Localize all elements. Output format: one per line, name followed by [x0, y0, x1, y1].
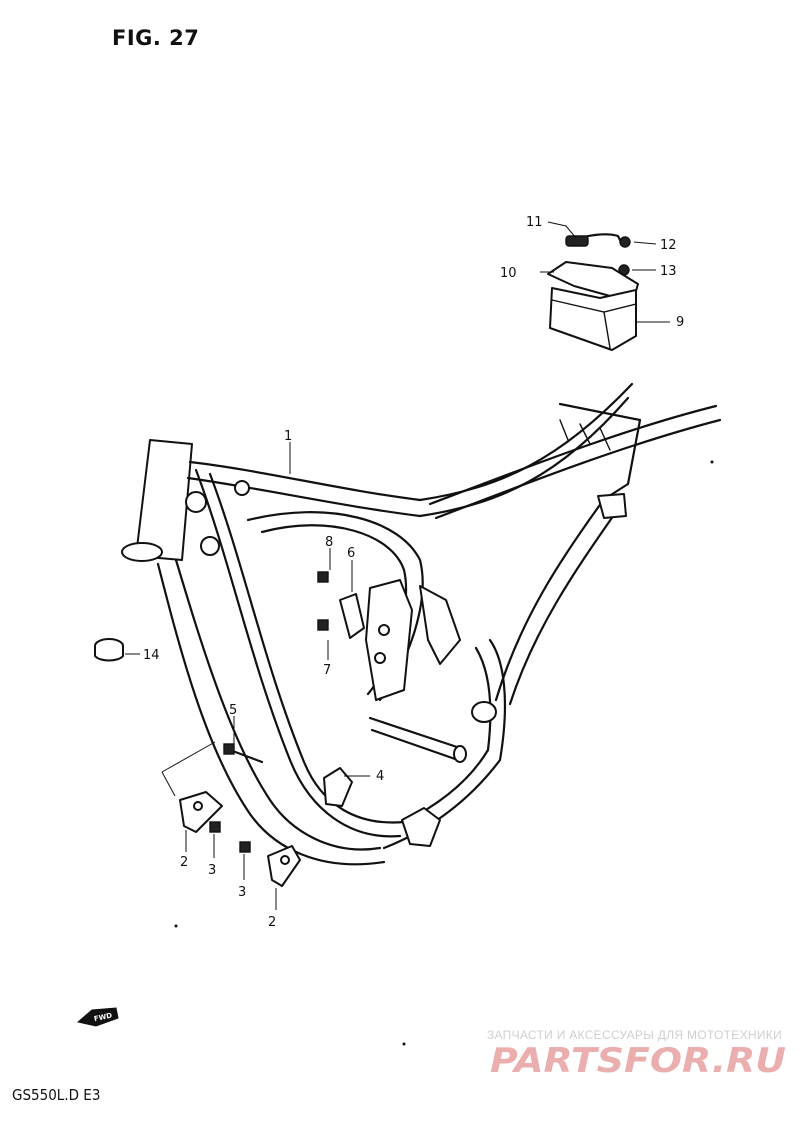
- callout-13: 13: [660, 264, 677, 279]
- swingarm-pivot-plate: [365, 579, 413, 701]
- callout-5: 5: [229, 703, 237, 718]
- main-frame: [121, 382, 722, 866]
- figure-title: FIG. 27: [112, 26, 200, 50]
- callout-11: 11: [526, 215, 543, 230]
- bolt-7: [317, 619, 329, 631]
- callout-4: 4: [376, 769, 384, 784]
- battery-band-clip: [565, 235, 589, 247]
- callout-14: 14: [143, 648, 160, 663]
- engine-mounting-parts: [94, 571, 365, 887]
- bracket-6: [339, 593, 365, 639]
- callout-7: 7: [323, 663, 331, 678]
- engine-mount-plate-left: [179, 791, 223, 833]
- watermark-tagline: ЗАПЧАСТИ И АКСЕССУАРЫ ДЛЯ МОТОТЕХНИКИ: [486, 1028, 782, 1042]
- battery-box: [549, 287, 637, 351]
- model-code: GS550L.D E3: [12, 1086, 101, 1104]
- callout-leaders: [125, 221, 670, 910]
- callout-3b: 3: [238, 885, 246, 900]
- callout-2b: 2: [268, 915, 276, 930]
- partsfor-watermark-logo: PARTSFOR.RU: [490, 1041, 786, 1080]
- bolt-3-right: [239, 841, 251, 853]
- callout-1: 1: [284, 429, 292, 444]
- bolt-8: [317, 571, 329, 583]
- callout-9: 9: [676, 315, 684, 330]
- callout-3a: 3: [208, 863, 216, 878]
- fwd-label: FWD: [93, 1011, 113, 1023]
- battery-box-assembly: [547, 233, 639, 351]
- engine-mount-plate-right: [267, 845, 301, 887]
- callout-2a: 2: [180, 855, 188, 870]
- watermark-logo-text: PARTSFOR.RU: [490, 1041, 786, 1080]
- screw-12: [619, 236, 631, 248]
- steering-head-tube: [135, 439, 193, 561]
- callout-numbers: 1 2 2 3 3 4 5 6 7 8 9 10 11 12 13 14: [143, 215, 684, 930]
- bolt-3-left: [209, 821, 221, 833]
- engine-mount-bolt-5: [223, 743, 235, 755]
- callout-10: 10: [500, 266, 517, 281]
- callout-6: 6: [347, 546, 355, 561]
- callout-12: 12: [660, 238, 677, 253]
- engine-bracket-4: [323, 767, 353, 807]
- forward-arrow-icon: FWD: [76, 1007, 119, 1027]
- callout-8: 8: [325, 535, 333, 550]
